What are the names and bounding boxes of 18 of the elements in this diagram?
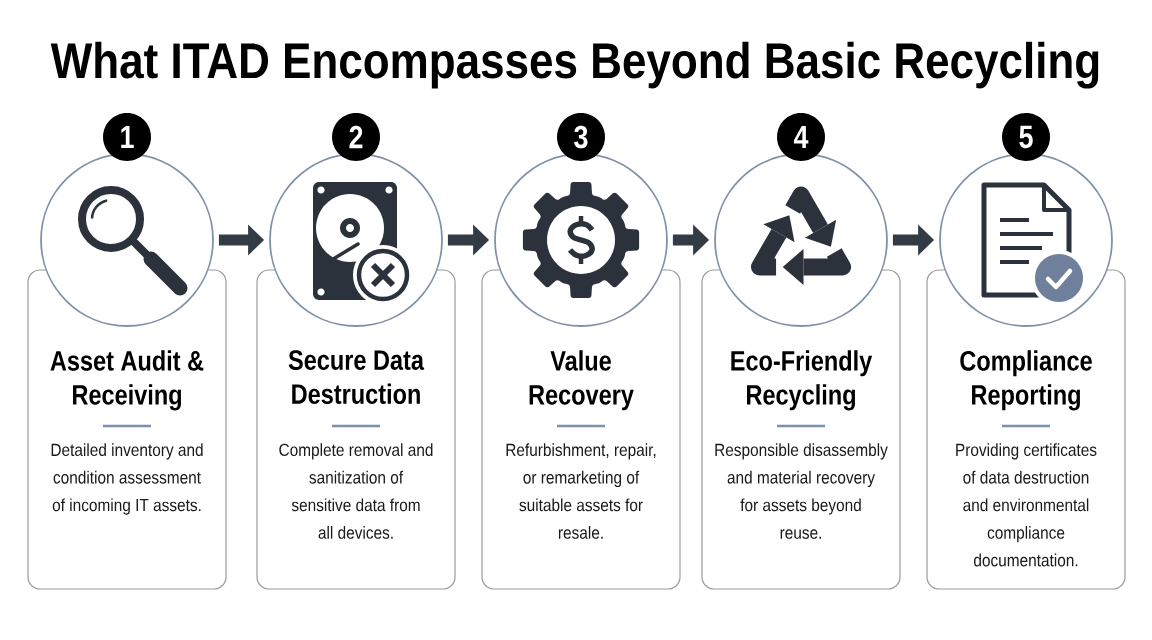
number-badge: 5 [1002, 113, 1050, 161]
step-heading: Asset Audit & Receiving [50, 350, 204, 411]
step-heading: Value Recovery [529, 350, 634, 411]
step-heading: Eco-Friendly Recycling [731, 350, 873, 411]
title: What ITAD Encompasses Beyond Basic Recycling [50, 41, 1099, 89]
step-description: Providing certificates of data destruction and environmental compliance documentation. [956, 443, 1097, 567]
number-badge: 3 [557, 113, 605, 161]
step-description: Complete removal and sanitization of sensitive data from all devices. [279, 443, 433, 539]
icon-circle [714, 153, 888, 327]
step-description: Responsible disassembly and material recovery for assets beyond reuse. [715, 443, 888, 539]
number-badge: 2 [332, 113, 380, 161]
icon-circle [40, 153, 214, 327]
number-badge: 1 [103, 113, 151, 161]
step-description: Refurbishment, repair, or remarketing of suitable assets for resale. [506, 443, 656, 539]
number-badge: 4 [777, 113, 825, 161]
step-description: Detailed inventory and condition assessment of incoming IT assets. [51, 443, 203, 515]
step-heading: Compliance Reporting [960, 350, 1092, 411]
step-heading: Secure Data Destruction [288, 350, 425, 404]
